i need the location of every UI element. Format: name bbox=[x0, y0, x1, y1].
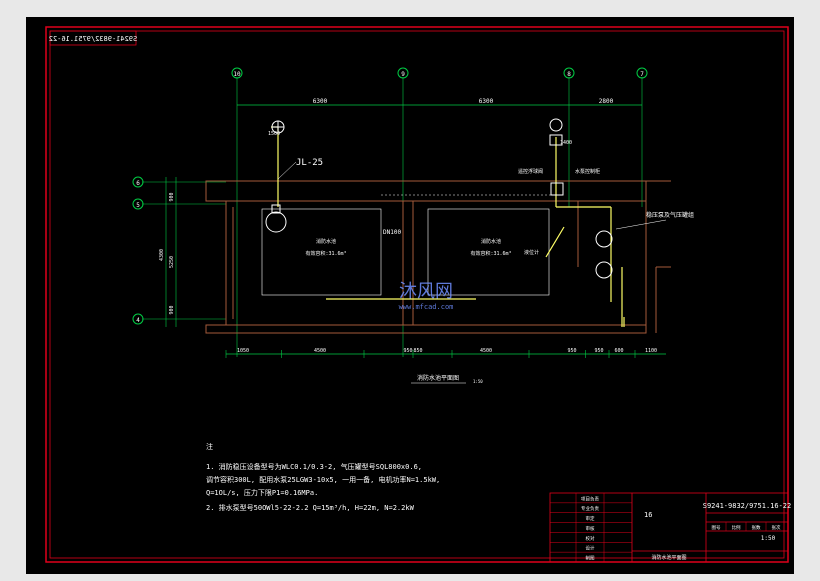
axis-label-8: 8 bbox=[567, 71, 571, 78]
dim-bottom-2: 4500 bbox=[314, 348, 326, 354]
axis-label-7: 7 bbox=[640, 71, 644, 78]
dim-left-bottom: 900 bbox=[169, 305, 175, 314]
dim-bottom-9: 1100 bbox=[645, 348, 657, 354]
title-block-row-label: 专业负责 bbox=[581, 505, 599, 512]
dim-bottom-6: 950 bbox=[567, 348, 576, 354]
dim-top-2: 6300 bbox=[479, 98, 494, 105]
dim-bottom-1: 1050 bbox=[237, 348, 249, 354]
label-valve: 遥控浮球阀 bbox=[518, 168, 543, 175]
axis-label-4: 4 bbox=[136, 317, 140, 324]
label-cabinet: 水泵控制柜 bbox=[575, 168, 600, 175]
tb-header-2: 比例 bbox=[732, 524, 741, 531]
tb-header-3: 张数 bbox=[752, 524, 761, 531]
gauge-box bbox=[549, 134, 563, 146]
cad-drawing: S9241-9832/9751.16-22 10 9 8 7 6300 6300… bbox=[45, 26, 792, 563]
label-pump-set: 稳压泵及气压罐组 bbox=[646, 211, 694, 219]
note-line-4: 2. 排水泵型号50OWl5-22-2.2 Q=15m³/h, H=22m, N… bbox=[206, 503, 415, 512]
note-line-3: Q=1OL/s, 压力下限P1=0.16MPa. bbox=[206, 488, 318, 497]
note-line-2: 调节容积300L, 配用水泵25LGW3-10x5, 一用一备, 电机功率N=1… bbox=[206, 475, 440, 484]
axis-label-10: 10 bbox=[233, 71, 241, 78]
tank-1-volume: 有效容积:31.6m³ bbox=[305, 250, 346, 257]
watermark-text: 沐风网 bbox=[399, 281, 453, 302]
outer-border bbox=[45, 26, 789, 563]
dim-bottom-4: 850 bbox=[413, 348, 422, 354]
axis-grid-left bbox=[132, 176, 226, 327]
tank-1-name: 消防水池 bbox=[316, 238, 336, 245]
cabinet-icon bbox=[550, 182, 564, 196]
dim-bottom-8: 600 bbox=[614, 348, 623, 354]
title-block-row-label: 审定 bbox=[586, 515, 595, 522]
title-block-row-label: 制图 bbox=[586, 555, 595, 562]
dim-small-2: 1400 bbox=[560, 140, 572, 146]
dim-bottom-5: 4500 bbox=[480, 348, 492, 354]
watermark-url: www.mfcad.com bbox=[399, 303, 454, 311]
stamp-box bbox=[49, 30, 137, 46]
pump-icon-2 bbox=[595, 261, 613, 279]
tank-2-name: 消防水池 bbox=[481, 238, 501, 245]
tb-header-1: 图号 bbox=[712, 525, 721, 531]
note-line-1: 1. 消防稳压设备型号为WLC0.1/0.3-2, 气压罐型号SQL800x0.… bbox=[206, 462, 422, 471]
pump-icon-1 bbox=[595, 230, 613, 248]
plan-title: 消防水池平面图 bbox=[417, 374, 459, 382]
dim-small-1: 1500 bbox=[268, 131, 280, 137]
title-block-row-label: 项目负责 bbox=[581, 495, 599, 502]
plan-scale: 1:50 bbox=[473, 379, 483, 384]
drawing-number: S9241-9832/9751.16-22 bbox=[703, 502, 792, 510]
title-block-row-label: 校对 bbox=[586, 535, 595, 542]
tank-1-outline bbox=[261, 208, 382, 296]
tank-2-volume: 有效容积:31.6m³ bbox=[470, 250, 511, 257]
title-block-row-label: 设计 bbox=[586, 545, 595, 552]
title-block bbox=[549, 492, 789, 563]
axis-label-9: 9 bbox=[401, 71, 405, 78]
stamp-mirrored-text: S9241-9832/9751.16-22 bbox=[49, 35, 138, 43]
valve-icon-2 bbox=[549, 118, 563, 132]
pipe-label-jl25: JL-25 bbox=[296, 158, 323, 168]
axis-grid-top bbox=[231, 67, 648, 357]
drawing-sheet: S9241-9832/9751.16-22 10 9 8 7 6300 6300… bbox=[26, 17, 794, 574]
dim-left-overall: 4300 bbox=[159, 249, 165, 261]
dim-left-top: 900 bbox=[169, 192, 175, 201]
dim-bottom-3: 950 bbox=[403, 348, 412, 354]
axis-label-6: 6 bbox=[136, 180, 140, 187]
label-gauge: 液位计 bbox=[524, 249, 539, 256]
dim-top-3: 2800 bbox=[599, 98, 614, 105]
axis-label-5: 5 bbox=[136, 202, 140, 209]
sheet-number: 16 bbox=[644, 511, 652, 519]
pipe-dn-label: DN100 bbox=[383, 229, 401, 236]
dim-bottom-7: 950 bbox=[594, 348, 603, 354]
dim-top-1: 6300 bbox=[313, 98, 328, 105]
tank-walls bbox=[205, 180, 671, 334]
inner-border bbox=[49, 30, 785, 559]
tb-scale: 1:50 bbox=[761, 535, 776, 542]
dim-left-inner: 5250 bbox=[169, 256, 175, 268]
notes-heading: 注 bbox=[206, 442, 213, 451]
tb-header-4: 张次 bbox=[772, 524, 781, 531]
tank-pump-icon bbox=[265, 211, 287, 233]
tb-drawing-name: 消防水池平面图 bbox=[651, 554, 686, 561]
title-block-row-label: 审核 bbox=[586, 525, 595, 532]
